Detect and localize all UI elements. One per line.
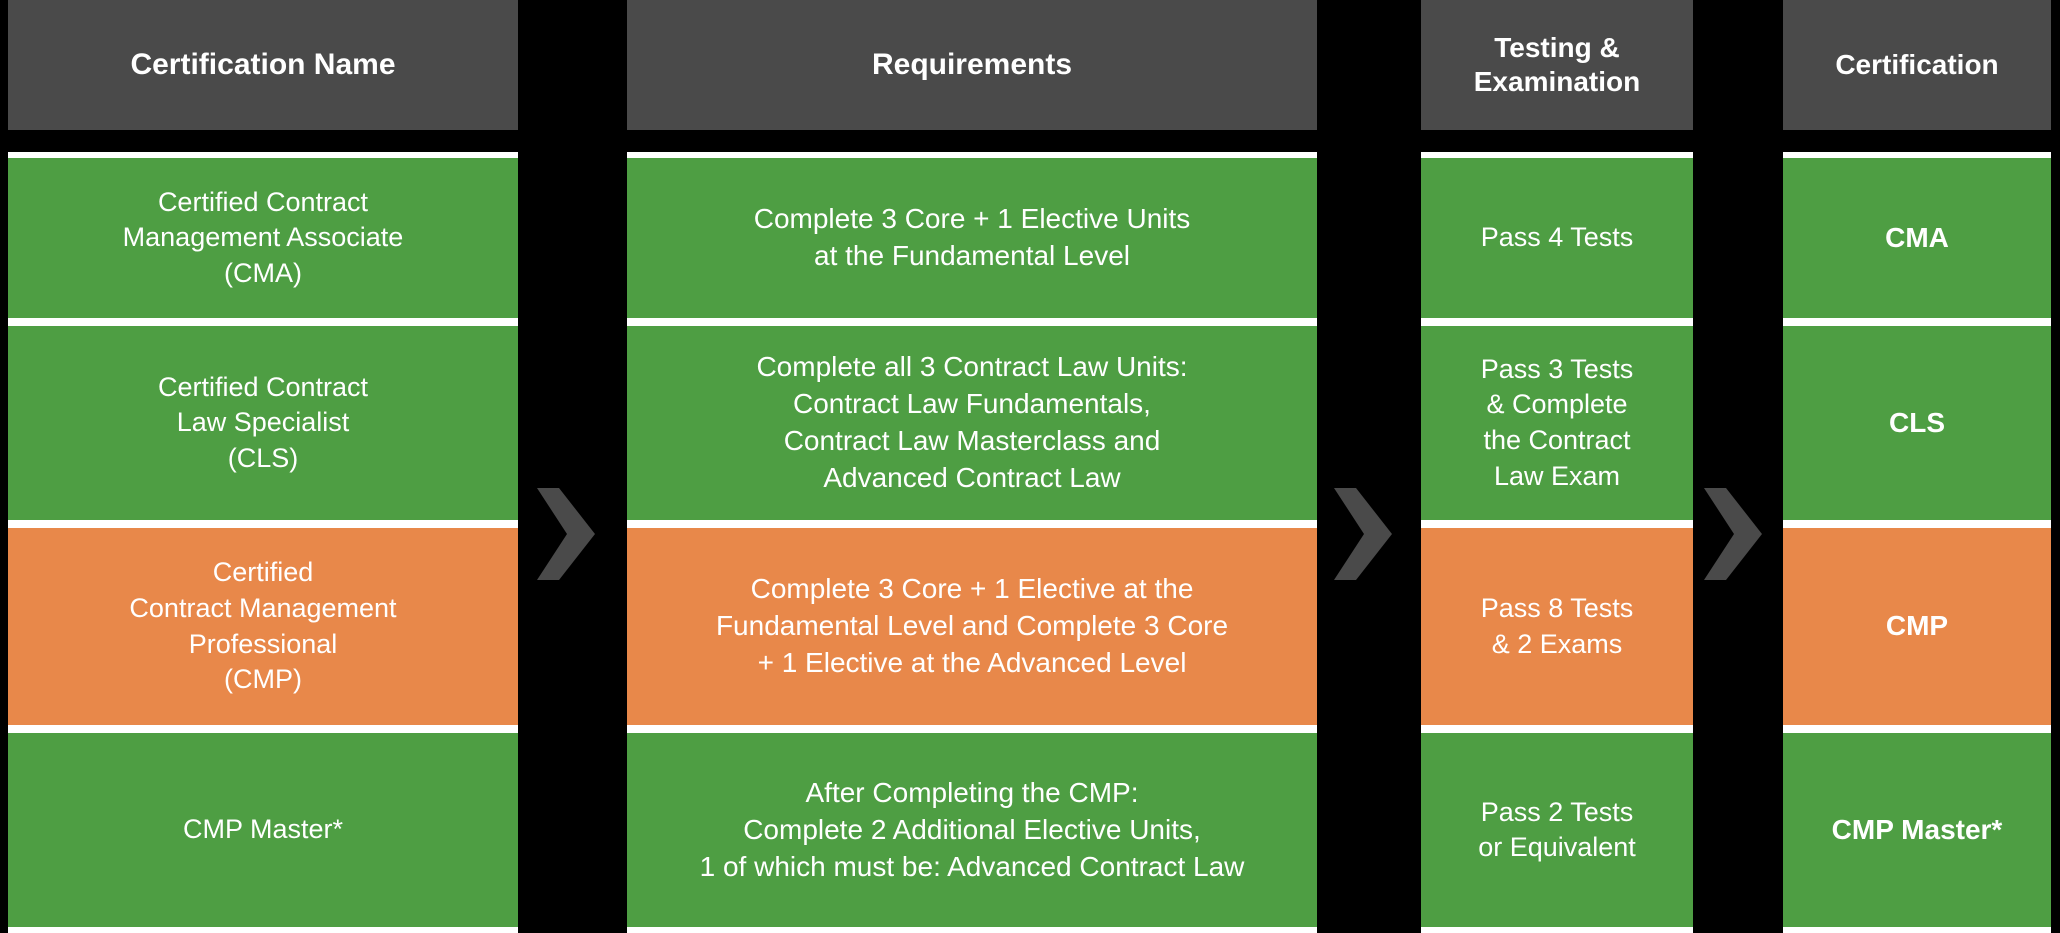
table-row: Pass 3 Tests & Complete the Contract Law… [1421,326,1693,520]
table-row: Complete 3 Core + 1 Elective at the Fund… [627,527,1317,726]
chevron-right-icon [533,488,599,580]
table-row: Complete 3 Core + 1 Elective Units at th… [627,158,1317,319]
column-header-certification-name: Certification Name [8,0,518,130]
table-row: CMP Master* [8,733,518,927]
header-gap-4 [1783,130,2051,152]
column-certification: Certification CMA CLS CMP CMP Master* [1783,0,2051,933]
table-row: CMA [1783,158,2051,319]
column-header-certification: Certification [1783,0,2051,130]
table-row: Pass 2 Tests or Equivalent [1421,733,1693,927]
header-gap-3 [1421,130,1693,152]
column-body-certification-name: Certified Contract Management Associate … [8,152,518,933]
header-gap-1 [8,130,518,152]
table-row: Pass 8 Tests & 2 Exams [1421,527,1693,726]
column-certification-name: Certification Name Certified Contract Ma… [8,0,518,933]
table-row: Pass 4 Tests [1421,158,1693,319]
table-row: Certified Contract Management Profession… [8,527,518,726]
column-body-testing-examination: Pass 4 Tests Pass 3 Tests & Complete the… [1421,152,1693,933]
column-body-requirements: Complete 3 Core + 1 Elective Units at th… [627,152,1317,933]
column-testing-examination: Testing & Examination Pass 4 Tests Pass … [1421,0,1693,933]
chevron-right-icon [1700,488,1766,580]
chevron-right-icon [1330,488,1396,580]
table-row: CMP Master* [1783,733,2051,927]
table-row: Complete all 3 Contract Law Units: Contr… [627,326,1317,520]
table-row: CLS [1783,326,2051,520]
header-gap-2 [627,130,1317,152]
table-row: CMP [1783,527,2051,726]
table-row: Certified Contract Management Associate … [8,158,518,319]
column-requirements: Requirements Complete 3 Core + 1 Electiv… [627,0,1317,933]
column-body-certification: CMA CLS CMP CMP Master* [1783,152,2051,933]
column-header-testing-examination: Testing & Examination [1421,0,1693,130]
table-row: After Completing the CMP: Complete 2 Add… [627,733,1317,927]
table-row: Certified Contract Law Specialist (CLS) [8,326,518,520]
column-header-requirements: Requirements [627,0,1317,130]
